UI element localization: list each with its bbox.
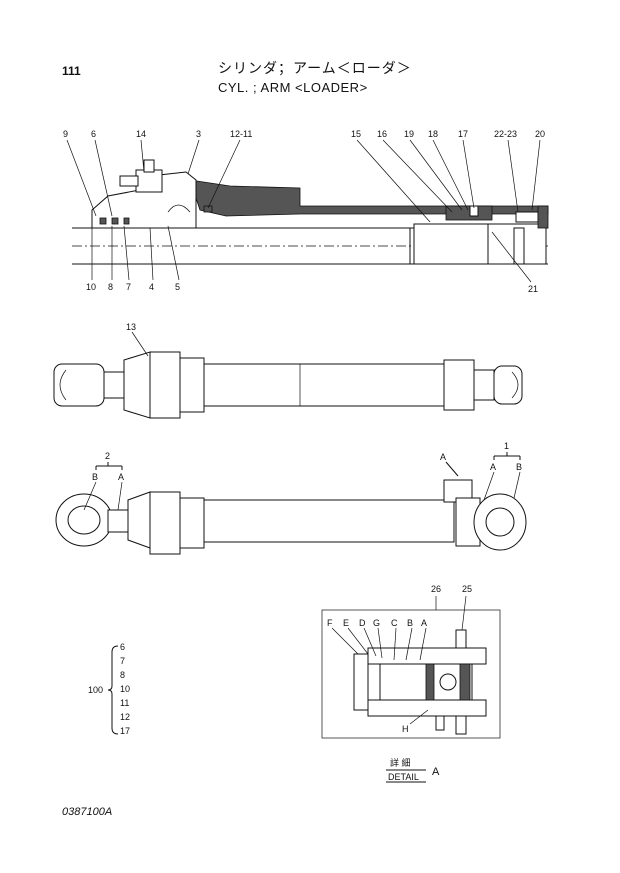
- callout-12-11: 12-11: [230, 129, 252, 139]
- detail-label-en: DETAIL: [388, 772, 419, 782]
- detail-letter-e: E: [343, 618, 349, 628]
- title-japanese: シリンダ；アーム＜ローダ＞: [218, 61, 412, 77]
- callout-5: 5: [175, 282, 180, 292]
- detail-letter-a: A: [421, 618, 427, 628]
- kit-item-6: 6: [120, 642, 125, 652]
- detail-pointer-a: A: [440, 452, 446, 462]
- cylinder-top-view: 13: [53, 322, 523, 419]
- callout-8: 8: [108, 282, 113, 292]
- page-number: 111: [62, 64, 81, 78]
- callout-16: 16: [377, 129, 387, 139]
- kit-item-12: 12: [120, 712, 130, 722]
- kit-list: 100 6 7 8 10 11 12 17: [88, 642, 130, 736]
- title-english: CYL. ; ARM <LOADER>: [218, 80, 368, 95]
- callout-18: 18: [428, 129, 438, 139]
- callout-4: 4: [149, 282, 154, 292]
- kit-number: 100: [88, 685, 103, 695]
- callout-1: 1: [504, 441, 509, 451]
- detail-letter-f: F: [327, 618, 333, 628]
- callout-19: 19: [404, 129, 414, 139]
- detail-letter-c: C: [391, 618, 398, 628]
- callout-6: 6: [91, 129, 96, 139]
- callout-14: 14: [136, 129, 146, 139]
- detail-letter-b: B: [407, 618, 413, 628]
- kit-item-17: 17: [120, 726, 130, 736]
- detail-callout-25: 25: [462, 584, 472, 594]
- section-view: 9 6 14 3 12-11 15 16 19 18 17 22-23 20 1…: [63, 129, 549, 294]
- callout-3: 3: [196, 129, 201, 139]
- kit-item-11: 11: [120, 698, 129, 708]
- kit-item-10: 10: [120, 684, 130, 694]
- callout-1-a: A: [490, 462, 496, 472]
- detail-letter-h: H: [402, 724, 409, 734]
- kit-item-8: 8: [120, 670, 125, 680]
- detail-callout-26: 26: [431, 584, 441, 594]
- callout-10: 10: [86, 282, 96, 292]
- callout-1-b: B: [516, 462, 522, 472]
- kit-item-7: 7: [120, 656, 125, 666]
- cylinder-side-view: 2 B A 1 A B A: [55, 441, 527, 555]
- callout-21: 21: [528, 284, 538, 294]
- detail-label-letter: A: [432, 766, 440, 778]
- callout-20: 20: [535, 129, 545, 139]
- callout-9: 9: [63, 129, 68, 139]
- callout-2: 2: [105, 451, 110, 461]
- callout-2-b: B: [92, 472, 98, 482]
- callout-17: 17: [458, 129, 468, 139]
- callout-15: 15: [351, 129, 361, 139]
- callout-2-a: A: [118, 472, 124, 482]
- callout-13: 13: [126, 322, 136, 332]
- callout-7: 7: [126, 282, 131, 292]
- detail-letter-g: G: [373, 618, 380, 628]
- detail-label-jp: 詳 細: [390, 757, 411, 768]
- detail-a: 26 25 F E D G C B A H 詳 細 DETAIL A: [321, 584, 501, 783]
- callout-22-23: 22-23: [494, 129, 517, 139]
- detail-letter-d: D: [359, 618, 366, 628]
- drawing-number: 0387100A: [62, 806, 113, 818]
